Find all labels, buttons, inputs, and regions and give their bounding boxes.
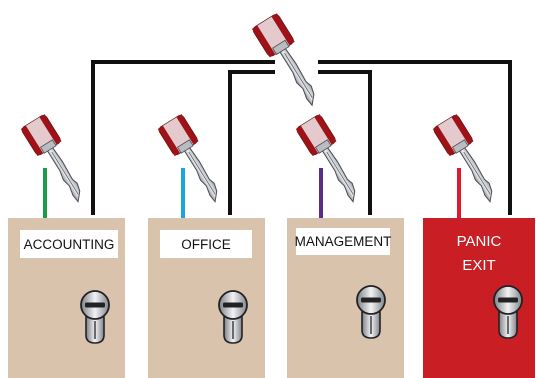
door-accounting: ACCOUNTING bbox=[8, 218, 125, 378]
management-key-icon bbox=[295, 113, 369, 208]
master-wiring bbox=[91, 60, 512, 215]
door-panic-exit: PANIC EXIT bbox=[423, 218, 535, 378]
accounting-key-icon bbox=[20, 113, 94, 208]
door-label-exit: EXIT bbox=[462, 257, 495, 274]
door-office: OFFICE bbox=[148, 218, 265, 378]
door-label-accounting: ACCOUNTING bbox=[24, 237, 115, 252]
office-key-icon bbox=[157, 113, 231, 208]
door-label-panic: PANIC bbox=[457, 233, 502, 250]
panic-exit-key-icon bbox=[432, 113, 506, 208]
door-label-office: OFFICE bbox=[181, 237, 231, 252]
door-management: MANAGEMENT bbox=[287, 218, 404, 378]
door-label-management: MANAGEMENT bbox=[295, 234, 392, 249]
